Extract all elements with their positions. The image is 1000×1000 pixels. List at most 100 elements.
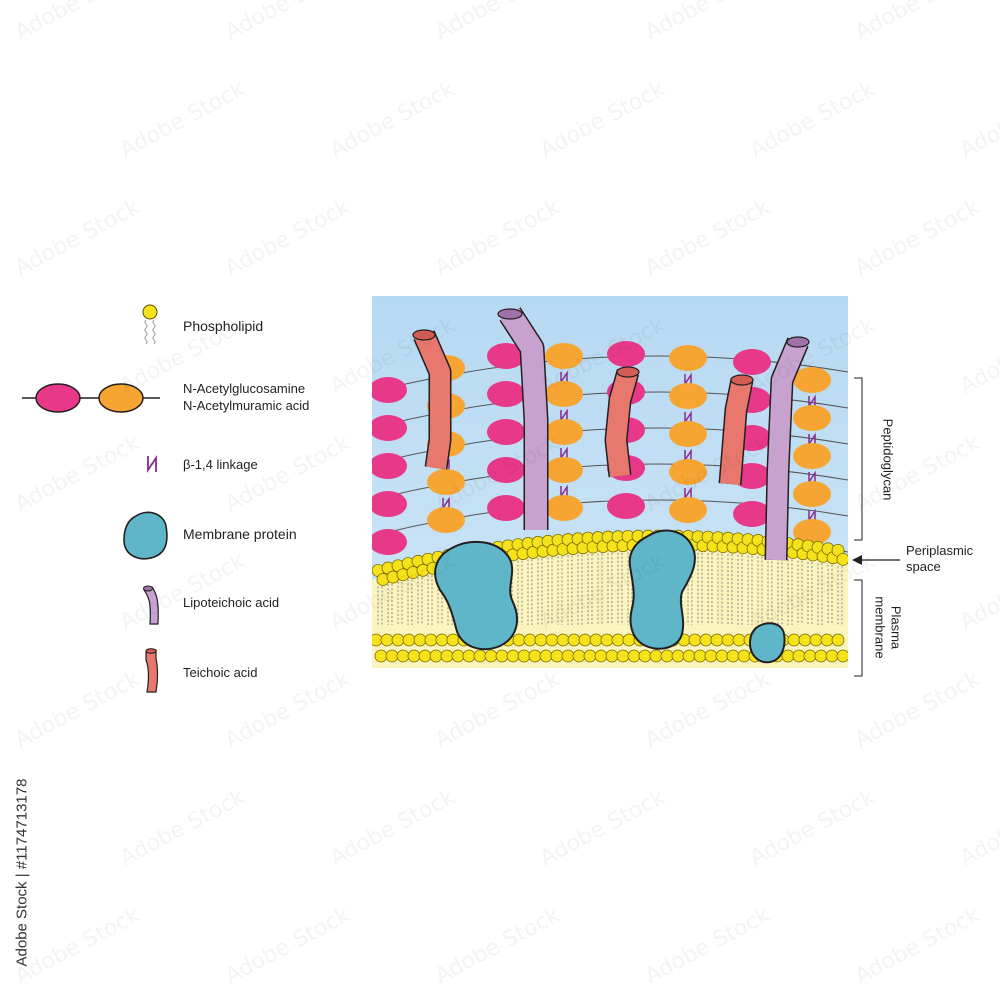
phospholipid-head [556, 633, 570, 647]
teichoic-acid-cap [616, 366, 640, 378]
phospholipid-head [715, 649, 729, 663]
phospholipid-head [372, 633, 383, 647]
phospholipid-head [484, 649, 498, 663]
nam-unit [793, 481, 831, 507]
beta-linkage [684, 486, 692, 501]
plasma-label-line1: Plasma [888, 605, 904, 650]
phospholipid-head [374, 649, 388, 663]
nag-unit [733, 501, 771, 527]
phospholipid-head [798, 633, 812, 647]
lipoteichoic-acid [766, 338, 808, 561]
nam-unit [669, 383, 707, 409]
phospholipid-head [473, 649, 487, 663]
legend-teichoic-label: Teichoic acid [183, 665, 258, 680]
phospholipid-head [693, 649, 707, 663]
membrane-protein [434, 540, 518, 651]
nam-unit [669, 345, 707, 371]
beta-linkage [684, 410, 692, 425]
teichoic-acid-cap [412, 329, 436, 341]
nag-unit [372, 377, 407, 403]
phospholipid-head [611, 633, 625, 647]
nag-unit [487, 457, 525, 483]
periplasmic-arrow [852, 555, 900, 565]
phospholipid-head [809, 633, 823, 647]
beta-linkage [684, 448, 692, 463]
nag-unit [607, 493, 645, 519]
phospholipid-head [578, 633, 592, 647]
nam-unit [545, 457, 583, 483]
nag-unit [372, 415, 407, 441]
teichoic-icon [145, 648, 159, 693]
peptidoglycan-label: Peptidoglycan [880, 418, 896, 501]
nag-unit [733, 349, 771, 375]
nam-unit [669, 421, 707, 447]
phospholipid-head [402, 633, 416, 647]
phospholipid-head [446, 633, 460, 647]
nam-unit [669, 497, 707, 523]
membrane-protein [628, 529, 696, 650]
nam-unit [545, 495, 583, 521]
phospholipid-head [567, 633, 581, 647]
phospholipid-head [429, 649, 443, 663]
phospholipid-head [820, 633, 834, 647]
phospholipid-head [737, 649, 751, 663]
phospholipid-head [726, 649, 740, 663]
phospholipid-head [418, 649, 432, 663]
phospholipid-head [413, 633, 427, 647]
phospholipid-head [583, 649, 597, 663]
phospholipid-head [721, 633, 735, 647]
phospholipid-icon [142, 304, 158, 345]
legend-nag-label: N-Acetylglucosamine [183, 381, 306, 396]
phospholipid-head [671, 649, 685, 663]
beta-linkage [442, 496, 450, 511]
phospholipid-head [831, 633, 845, 647]
teichoic-acid [414, 331, 450, 470]
phospholipid-head [825, 649, 839, 663]
teichoic-rods [412, 307, 810, 561]
phospholipid-head [732, 633, 746, 647]
teichoic-acid [720, 378, 752, 485]
beta-linkage [684, 372, 692, 387]
beta-linkage [808, 470, 816, 485]
plasma-label-line2: membrane [872, 596, 888, 659]
phospholipid-head [380, 633, 394, 647]
phospholipid-head [792, 649, 806, 663]
peptidoglycan-bracket [854, 377, 863, 541]
phospholipid-head [699, 633, 713, 647]
nag-unit [372, 529, 407, 555]
teichoic-acid [606, 369, 638, 478]
phospholipid-head [517, 649, 531, 663]
nag-unit [372, 453, 407, 479]
lipoteichoic-acid-cap [497, 308, 523, 320]
membrane-protein-icon [123, 511, 168, 560]
phospholipid-head [391, 633, 405, 647]
beta-linkage [808, 394, 816, 409]
nam-unit [793, 367, 831, 393]
phospholipid-head [528, 649, 542, 663]
legend-nam-label: N-Acetylmuramic acid [183, 398, 310, 413]
phospholipid-head [534, 633, 548, 647]
phospholipid-head [710, 633, 724, 647]
beta-linkage [560, 408, 568, 423]
nam-unit [793, 405, 831, 431]
lipoteichoic-acid [500, 308, 547, 530]
beta-linkage [808, 432, 816, 447]
phospholipid-head [638, 649, 652, 663]
phospholipid-head [836, 649, 848, 663]
nam-unit [669, 459, 707, 485]
beta-linkage [560, 370, 568, 385]
stock-id-watermark: Adobe Stock | #1174713178 [13, 778, 31, 967]
phospholipid-head [605, 649, 619, 663]
phospholipid-head [704, 649, 718, 663]
periplasmic-label-line2: space [906, 559, 941, 574]
phospholipid-head [616, 649, 630, 663]
nam-unit [545, 343, 583, 369]
phospholipid-head [627, 649, 641, 663]
phospholipid-head [539, 649, 553, 663]
phospholipid-head [440, 649, 454, 663]
phospholipid-head [396, 649, 410, 663]
phospholipid-head [385, 649, 399, 663]
phospholipid-head [836, 552, 848, 566]
phospholipid-head [424, 633, 438, 647]
